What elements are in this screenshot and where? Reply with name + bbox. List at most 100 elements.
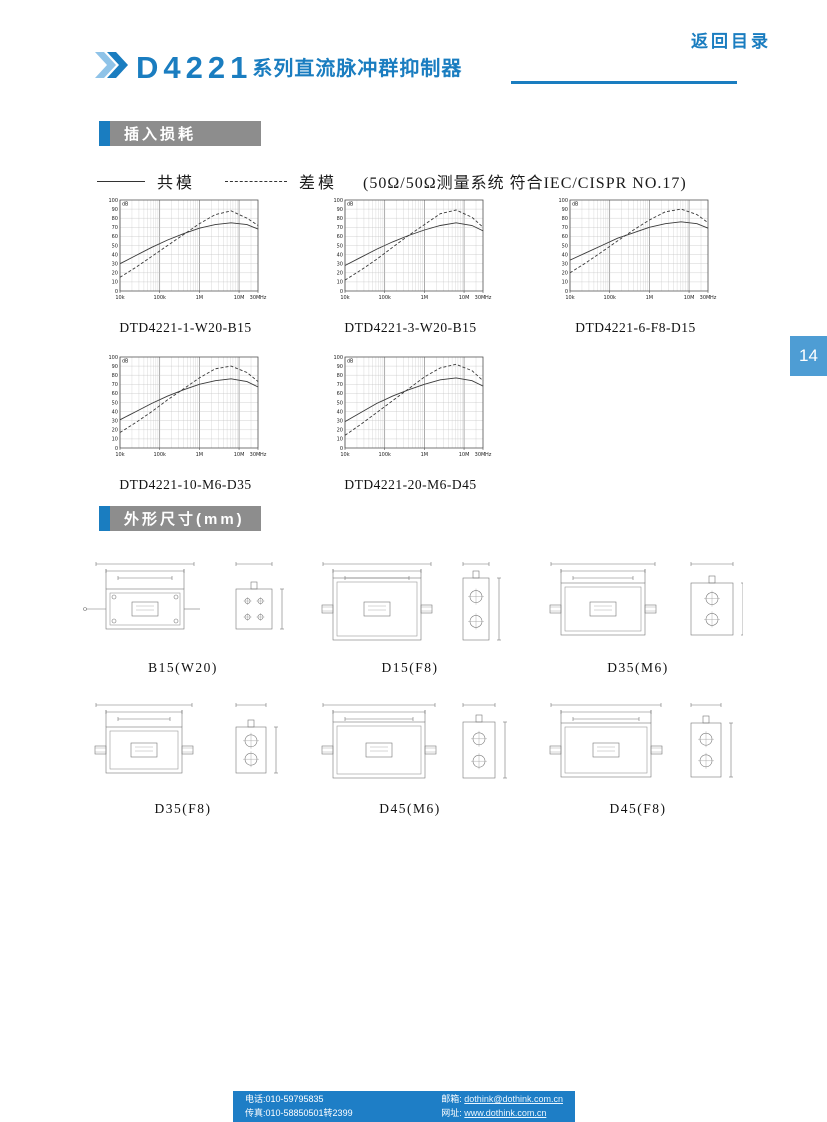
svg-text:50: 50 bbox=[112, 400, 118, 406]
svg-text:0: 0 bbox=[340, 446, 343, 452]
svg-text:100: 100 bbox=[558, 198, 568, 204]
svg-text:60: 60 bbox=[112, 234, 118, 240]
svg-text:90: 90 bbox=[112, 207, 118, 213]
svg-text:30: 30 bbox=[337, 262, 343, 268]
figure-d35-f8: D35(F8) bbox=[78, 693, 288, 817]
svg-text:100k: 100k bbox=[153, 295, 166, 301]
svg-text:dB: dB bbox=[122, 359, 128, 365]
svg-text:Hz: Hz bbox=[260, 452, 267, 458]
svg-text:100k: 100k bbox=[153, 452, 166, 458]
svg-text:dB: dB bbox=[122, 202, 128, 208]
footer-web-link[interactable]: www.dothink.com.cn bbox=[464, 1107, 547, 1118]
svg-text:1M: 1M bbox=[196, 295, 204, 301]
svg-text:Hz: Hz bbox=[485, 452, 492, 458]
svg-text:80: 80 bbox=[337, 373, 343, 379]
figure-caption: D45(M6) bbox=[379, 801, 441, 816]
svg-text:90: 90 bbox=[562, 207, 568, 213]
solid-line-sample bbox=[97, 180, 145, 182]
svg-text:1M: 1M bbox=[421, 452, 429, 458]
svg-text:Hz: Hz bbox=[260, 295, 267, 301]
svg-text:1M: 1M bbox=[196, 452, 204, 458]
svg-text:80: 80 bbox=[562, 216, 568, 222]
svg-text:30M: 30M bbox=[700, 295, 711, 301]
svg-text:Hz: Hz bbox=[710, 295, 717, 301]
section-title: 外形尺寸(mm) bbox=[124, 511, 245, 528]
svg-text:20: 20 bbox=[337, 271, 343, 277]
section-dimensions: 外形尺寸(mm) bbox=[99, 506, 261, 531]
svg-text:30M: 30M bbox=[475, 295, 486, 301]
legend-common-mode: 共模 bbox=[157, 175, 196, 192]
svg-text:10M: 10M bbox=[234, 452, 245, 458]
svg-text:30: 30 bbox=[112, 262, 118, 268]
series-title: 系列直流脉冲群抑制器 bbox=[252, 58, 463, 80]
legend-measurement-note: (50Ω/50Ω测量系统 符合IEC/CISPR NO.17) bbox=[363, 175, 687, 192]
svg-text:30: 30 bbox=[337, 419, 343, 425]
svg-text:50: 50 bbox=[337, 400, 343, 406]
svg-text:70: 70 bbox=[337, 225, 343, 231]
header-rule bbox=[511, 81, 737, 84]
svg-text:90: 90 bbox=[337, 207, 343, 213]
figure-caption: D45(F8) bbox=[609, 801, 667, 816]
svg-text:0: 0 bbox=[340, 289, 343, 295]
svg-text:70: 70 bbox=[337, 382, 343, 388]
back-to-catalog-link[interactable]: 返回目录 bbox=[691, 32, 771, 51]
dashed-line-sample bbox=[225, 180, 288, 182]
svg-text:20: 20 bbox=[112, 271, 118, 277]
figure-d45-m6: D45(M6) bbox=[305, 693, 515, 817]
svg-text:10: 10 bbox=[112, 280, 118, 286]
svg-text:70: 70 bbox=[112, 225, 118, 231]
figure-d45-f8: D45(F8) bbox=[533, 693, 743, 817]
svg-text:10k: 10k bbox=[340, 452, 349, 458]
svg-text:Hz: Hz bbox=[485, 295, 492, 301]
svg-text:60: 60 bbox=[112, 391, 118, 397]
svg-text:40: 40 bbox=[337, 409, 343, 415]
page-header: D4221 系列直流脉冲群抑制器 bbox=[95, 52, 462, 83]
svg-text:20: 20 bbox=[562, 271, 568, 277]
svg-text:10k: 10k bbox=[565, 295, 574, 301]
svg-text:20: 20 bbox=[337, 428, 343, 434]
dimension-drawing bbox=[321, 562, 501, 641]
svg-text:10k: 10k bbox=[115, 452, 124, 458]
dimension-drawing bbox=[321, 703, 507, 779]
svg-text:100: 100 bbox=[333, 355, 343, 361]
svg-text:10M: 10M bbox=[684, 295, 695, 301]
chart-legend: 共模 差模 (50Ω/50Ω测量系统 符合IEC/CISPR NO.17) bbox=[97, 169, 687, 193]
footer-email-row: 邮箱: dothink@dothink.com.cn bbox=[441, 1093, 563, 1107]
svg-text:40: 40 bbox=[337, 252, 343, 258]
svg-text:50: 50 bbox=[112, 243, 118, 249]
footer-web-row: 网址: www.dothink.com.cn bbox=[441, 1107, 563, 1121]
figure-caption: D35(M6) bbox=[607, 660, 669, 675]
footer-bar: 电话:010-59795835 传真:010-58850501转2399 邮箱:… bbox=[233, 1091, 575, 1122]
dimension-drawing bbox=[94, 703, 278, 774]
figure-caption: D35(F8) bbox=[154, 801, 212, 816]
svg-text:100: 100 bbox=[108, 198, 118, 204]
svg-text:60: 60 bbox=[562, 234, 568, 240]
svg-text:30M: 30M bbox=[250, 295, 261, 301]
legend-diff-mode: 差模 bbox=[299, 175, 338, 192]
footer-email-link[interactable]: dothink@dothink.com.cn bbox=[464, 1094, 563, 1104]
svg-text:dB: dB bbox=[347, 359, 353, 365]
figure-caption: D15(F8) bbox=[381, 660, 439, 675]
dimension-drawing bbox=[549, 703, 733, 778]
chart-caption: DTD4221-6-F8-D15 bbox=[575, 320, 696, 335]
svg-text:40: 40 bbox=[562, 252, 568, 258]
svg-text:10: 10 bbox=[562, 280, 568, 286]
svg-text:1M: 1M bbox=[421, 295, 429, 301]
footer-phone: 电话:010-59795835 bbox=[245, 1094, 324, 1104]
footer-contact-right: 邮箱: dothink@dothink.com.cn 网址: www.dothi… bbox=[441, 1093, 563, 1120]
svg-text:dB: dB bbox=[347, 202, 353, 208]
svg-text:100k: 100k bbox=[378, 295, 391, 301]
svg-text:30M: 30M bbox=[475, 452, 486, 458]
svg-text:70: 70 bbox=[562, 225, 568, 231]
svg-text:dB: dB bbox=[572, 202, 578, 208]
dimension-drawing bbox=[83, 562, 284, 630]
svg-text:90: 90 bbox=[337, 364, 343, 370]
chart-caption: DTD4221-20-M6-D45 bbox=[344, 477, 477, 492]
